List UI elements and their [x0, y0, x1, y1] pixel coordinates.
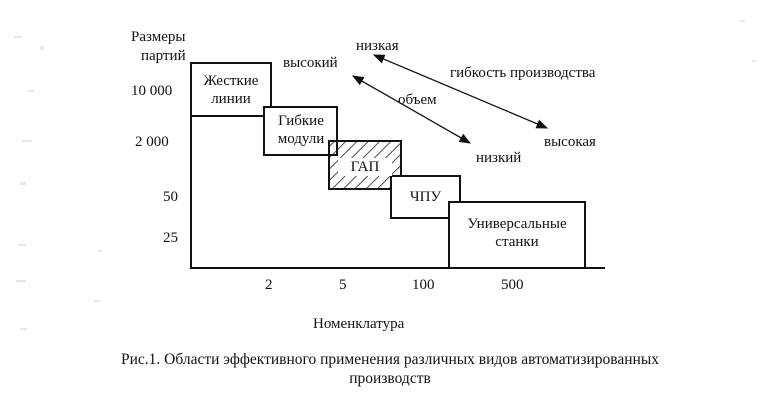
- x-tick-label: 5: [339, 277, 347, 293]
- y-axis-title-line2: партий: [141, 48, 186, 64]
- x-tick-label: 500: [501, 277, 524, 293]
- y-tick-label: 25: [163, 230, 178, 246]
- universal-machines-label: Универсальные станки: [450, 215, 584, 251]
- universal-machines-label-line2: станки: [495, 234, 539, 250]
- volume-high-label: высокий: [283, 55, 338, 71]
- flexibility-low-label: низкая: [356, 38, 399, 54]
- y-tick-label: 10 000: [131, 83, 173, 99]
- flexible-modules-label: Гибкие модули: [265, 112, 337, 148]
- rigid-lines-box: [190, 62, 272, 117]
- flexible-modules-label-line2: модули: [277, 131, 325, 147]
- volume-label: объем: [398, 92, 437, 108]
- y-axis-title-line1: Размеры: [131, 29, 186, 45]
- volume-arrow: [351, 75, 472, 144]
- flexibility-label: гибкость производства: [450, 65, 596, 81]
- x-tick-label: 100: [412, 277, 435, 293]
- volume-low-label: низкий: [476, 150, 522, 166]
- rigid-lines-label-line2: линии: [211, 91, 251, 107]
- y-tick-label: 50: [163, 189, 178, 205]
- flexible-modules-label-line1: Гибкие: [278, 113, 324, 129]
- rigid-lines-label: Жесткие линии: [192, 72, 270, 108]
- rigid-lines-label-line1: Жесткие: [203, 73, 259, 89]
- figure-caption: Рис.1. Области эффективного применения р…: [60, 350, 720, 388]
- cnc-label: ЧПУ: [409, 189, 442, 205]
- flexibility-arrow: [372, 54, 549, 129]
- universal-machines-box: [448, 201, 586, 269]
- y-tick-label: 2 000: [135, 134, 169, 150]
- flexible-modules-box: [263, 106, 338, 156]
- figure-caption-line1: Рис.1. Области эффективного применения р…: [121, 351, 659, 368]
- gap-label: ГАП: [338, 158, 392, 176]
- flexibility-high-label: высокая: [544, 134, 596, 150]
- x-tick-label: 2: [265, 277, 273, 293]
- universal-machines-label-line1: Универсальные: [467, 216, 567, 232]
- x-axis-title: Номенклатура: [313, 316, 405, 332]
- figure-caption-line2: производств: [349, 370, 431, 387]
